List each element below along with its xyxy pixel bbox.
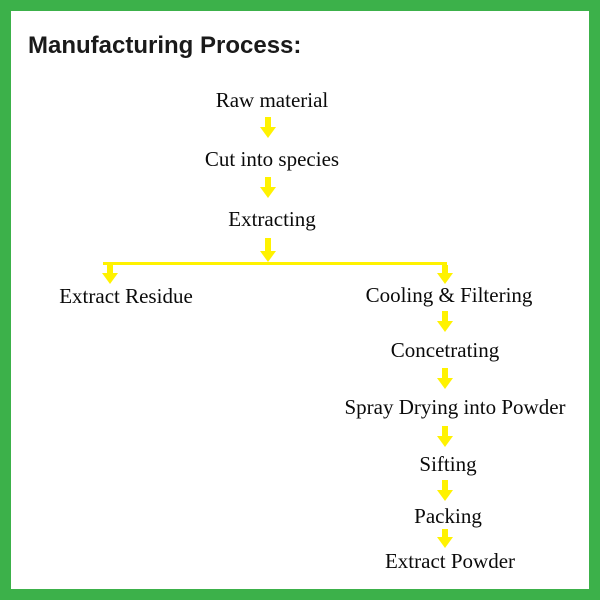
arrow-head: [437, 273, 453, 284]
arrow-stem: [442, 426, 448, 436]
down-arrow-icon: [260, 117, 276, 138]
arrow-head: [102, 273, 118, 284]
arrow-stem: [442, 311, 448, 321]
flow-step-extract-powder: Extract Powder: [384, 549, 516, 573]
flow-step-cut-into-species: Cut into species: [204, 147, 340, 171]
flow-step-sifting: Sifting: [419, 452, 477, 476]
flow-step-extract-residue: Extract Residue: [59, 284, 193, 308]
down-arrow-icon: [437, 368, 453, 389]
arrow-head: [437, 436, 453, 447]
flow-step-extracting: Extracting: [228, 207, 316, 231]
arrow-stem: [442, 265, 448, 273]
flow-step-spray-drying: Spray Drying into Powder: [344, 395, 566, 419]
arrow-stem: [442, 480, 448, 490]
down-arrow-icon: [260, 238, 276, 262]
arrow-head: [437, 537, 453, 548]
arrow-stem: [265, 177, 271, 187]
arrow-stem: [265, 117, 271, 127]
arrow-head: [437, 378, 453, 389]
arrow-head: [437, 321, 453, 332]
down-arrow-icon: [437, 311, 453, 332]
arrow-stem: [265, 238, 271, 251]
arrow-head: [437, 490, 453, 501]
arrow-stem: [107, 265, 113, 273]
flow-step-packing: Packing: [414, 504, 482, 528]
down-arrow-icon: [437, 426, 453, 447]
arrow-stem: [442, 529, 448, 537]
arrow-head: [260, 127, 276, 138]
flow-step-concetrating: Concetrating: [390, 338, 500, 362]
down-arrow-icon: [437, 480, 453, 501]
arrow-head: [260, 187, 276, 198]
down-arrow-icon: [102, 265, 118, 284]
arrow-stem: [442, 368, 448, 378]
down-arrow-icon: [437, 265, 453, 284]
flow-step-cooling-filtering: Cooling & Filtering: [365, 283, 533, 307]
down-arrow-icon: [260, 177, 276, 198]
page-title: Manufacturing Process:: [28, 32, 302, 59]
branch-connector-line: [103, 262, 447, 265]
down-arrow-icon: [437, 529, 453, 548]
flow-step-raw-material: Raw material: [215, 88, 329, 112]
arrow-head: [260, 251, 276, 262]
